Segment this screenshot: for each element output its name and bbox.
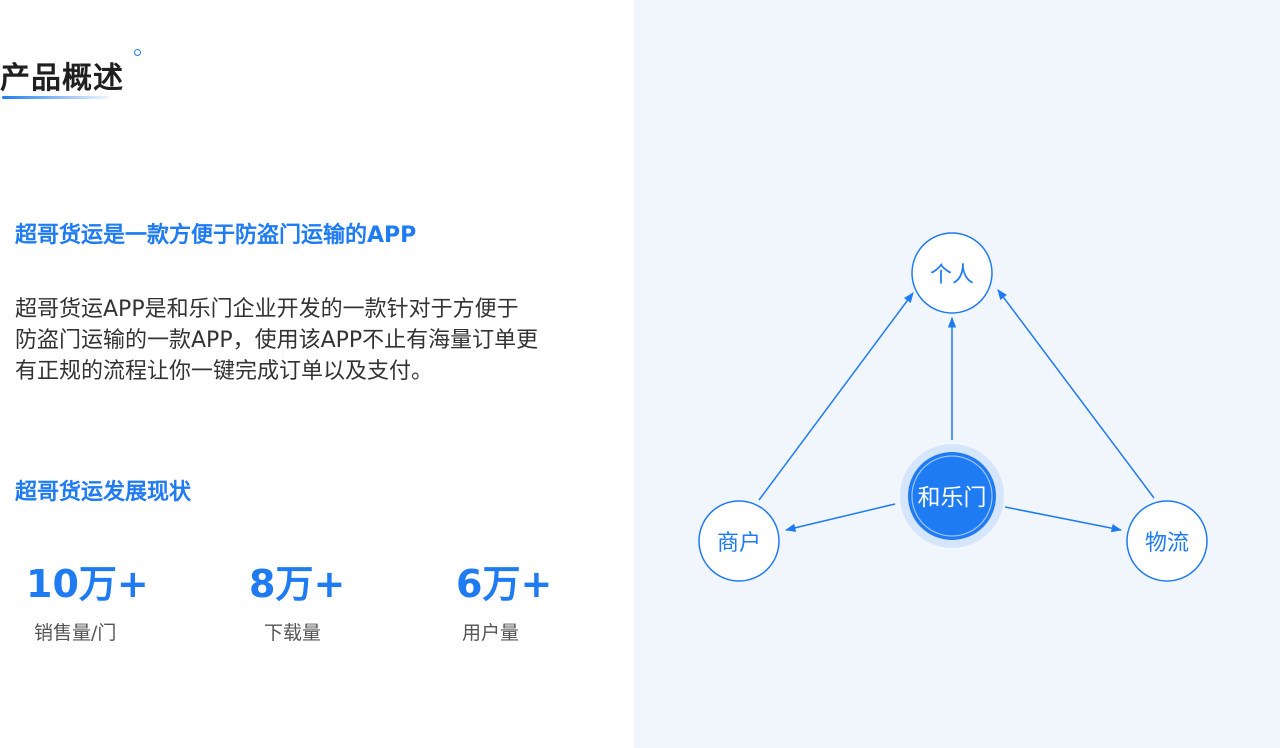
node-merchant: 商户 [698,500,780,582]
title-underline [2,96,110,99]
node-logistics: 物流 [1126,500,1208,582]
relationship-diagram: 个人 商户 物流 和乐门 [698,232,1208,582]
intro-line: 超哥货运APP是和乐门企业开发的一款针对于方便于 [15,297,519,322]
stat-value-users: 6万+ [456,562,553,606]
page-title: 产品概述 [0,61,124,96]
stat-label-sales: 销售量/门 [34,622,117,644]
arrow-center-to-merchant [784,503,896,532]
node-individual-label: 个人 [930,263,974,288]
node-center-label: 和乐门 [918,485,987,511]
arrow-center-to-logistics [1004,506,1123,533]
right-panel [634,0,1280,748]
node-logistics-label: 物流 [1145,531,1189,556]
arrow-merchant-to-individual [758,292,914,501]
status-heading: 超哥货运发展现状 [15,480,192,505]
node-merchant-label: 商户 [717,531,761,556]
node-individual: 个人 [911,232,993,314]
stat-label-users: 用户量 [462,622,520,644]
title-dot-decoration [134,49,141,56]
intro-line: 有正规的流程让你一键完成订单以及支付。 [15,359,434,384]
intro-line: 防盗门运输的一款APP，使用该APP不止有海量订单更 [15,328,539,353]
stat-value-downloads: 8万+ [249,562,346,606]
stat-label-downloads: 下载量 [264,622,322,644]
node-center: 和乐门 [900,444,1004,548]
intro-description: 超哥货运APP是和乐门企业开发的一款针对于方便于 防盗门运输的一款APP，使用该… [15,294,625,387]
intro-heading: 超哥货运是一款方便于防盗门运输的APP [15,223,417,248]
stat-value-sales: 10万+ [26,562,149,606]
arrow-logistics-to-individual [997,289,1155,499]
